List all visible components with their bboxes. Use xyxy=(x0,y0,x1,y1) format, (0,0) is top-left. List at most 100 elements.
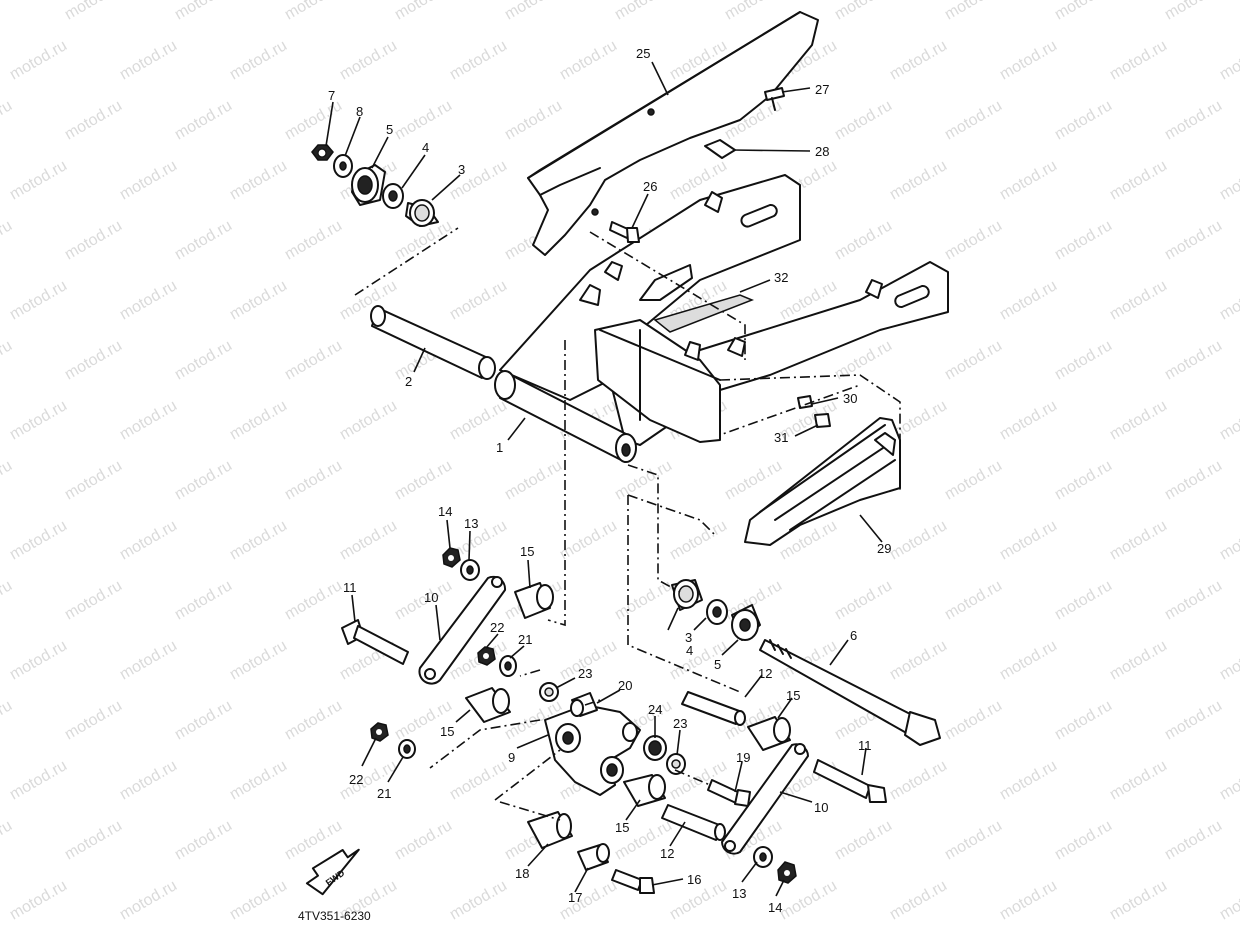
callout-16: 16 xyxy=(687,872,701,887)
assembly-guide-lines xyxy=(354,227,901,821)
watermark-text: motod.ru xyxy=(392,817,455,863)
watermark-text: motod.ru xyxy=(117,277,180,323)
watermark-text: motod.ru xyxy=(117,37,180,83)
callout-7: 7 xyxy=(328,88,335,103)
callout-28: 28 xyxy=(815,144,829,159)
watermark-text: motod.ru xyxy=(942,337,1005,383)
watermark-text: motod.ru xyxy=(62,577,125,623)
watermark-text: motod.ru xyxy=(612,0,675,23)
callout-14-lower: 14 xyxy=(768,900,782,915)
long-bolt xyxy=(759,639,941,746)
watermark-text: motod.ru xyxy=(117,877,180,923)
watermark-text: motod.ru xyxy=(942,0,1005,23)
bolt-19 xyxy=(707,779,751,807)
callout-5: 5 xyxy=(386,122,393,137)
callout-8: 8 xyxy=(356,104,363,119)
watermark-text: motod.ru xyxy=(172,697,235,743)
callout-3: 3 xyxy=(458,162,465,177)
watermark-text: motod.ru xyxy=(227,877,290,923)
watermark-text: motod.ru xyxy=(942,577,1005,623)
watermark-text: motod.ru xyxy=(557,877,620,923)
callout-10-left: 10 xyxy=(424,590,438,605)
watermark-text: motod.ru xyxy=(832,97,895,143)
watermark-text: motod.ru xyxy=(62,817,125,863)
watermark-text: motod.ru xyxy=(62,217,125,263)
watermark-text: motod.ru xyxy=(227,637,290,683)
watermark-text: motod.ru xyxy=(1107,757,1170,803)
collar-12-upper xyxy=(681,691,746,726)
watermark-text: motod.ru xyxy=(227,277,290,323)
callout-26: 26 xyxy=(643,179,657,194)
callout-23-upper: 23 xyxy=(578,666,592,681)
connecting-rod-left xyxy=(418,575,507,685)
watermark-text: motod.ru xyxy=(1052,577,1115,623)
watermark-text: motod.ru xyxy=(1217,757,1240,803)
watermark-text: motod.ru xyxy=(392,457,455,503)
bolt-26 xyxy=(609,221,640,243)
callout-27: 27 xyxy=(815,82,829,97)
watermark-text: motod.ru xyxy=(392,97,455,143)
washer-21-upper xyxy=(499,655,517,677)
bolt-31 xyxy=(814,413,831,428)
callout-numbers: 7 8 5 4 3 2 1 25 27 28 26 32 30 31 29 14… xyxy=(328,46,891,915)
watermark-text: motod.ru xyxy=(282,457,345,503)
callout-1: 1 xyxy=(496,440,503,455)
diagram-code: 4TV351-6230 xyxy=(298,909,371,923)
watermark-text: motod.ru xyxy=(0,337,15,383)
watermark-text: motod.ru xyxy=(172,457,235,503)
chain-slider xyxy=(744,417,901,546)
watermark-text: motod.ru xyxy=(1052,337,1115,383)
callout-13-lower: 13 xyxy=(732,886,746,901)
watermark-text: motod.ru xyxy=(7,397,70,443)
pivot-shaft xyxy=(370,305,496,380)
watermark-text: motod.ru xyxy=(997,517,1060,563)
watermark-text: motod.ru xyxy=(997,397,1060,443)
watermark-text: motod.ru xyxy=(282,577,345,623)
callout-32: 32 xyxy=(774,270,788,285)
bolt-30 xyxy=(797,395,813,409)
callout-leaders xyxy=(325,61,883,897)
callout-17: 17 xyxy=(568,890,582,905)
watermark-text: motod.ru xyxy=(502,97,565,143)
watermark-text: motod.ru xyxy=(447,157,510,203)
watermark-text: motod.ru xyxy=(447,37,510,83)
watermark-text: motod.ru xyxy=(1107,277,1170,323)
watermark-text: motod.ru xyxy=(1162,217,1225,263)
watermark-text: motod.ru xyxy=(62,337,125,383)
swingarm xyxy=(494,174,949,463)
nut-22-lower xyxy=(370,722,389,742)
watermark-text: motod.ru xyxy=(777,877,840,923)
watermark-text: motod.ru xyxy=(227,37,290,83)
bolt-11-left xyxy=(341,619,409,665)
watermark-text: motod.ru xyxy=(117,757,180,803)
watermark-text: motod.ru xyxy=(0,217,15,263)
watermark-text: motod.ru xyxy=(722,0,785,23)
bolt-16 xyxy=(611,869,655,894)
watermark-text: motod.ru xyxy=(0,577,15,623)
washer-13-lower xyxy=(753,846,773,868)
callout-19: 19 xyxy=(736,750,750,765)
watermark-text: motod.ru xyxy=(0,97,15,143)
watermark-text: motod.ru xyxy=(612,457,675,503)
relay-bearing-stack xyxy=(671,579,761,641)
callout-15-b: 15 xyxy=(440,724,454,739)
watermark-text: motod.ru xyxy=(997,37,1060,83)
watermark-text: motod.ru xyxy=(997,757,1060,803)
callout-4-right: 4 xyxy=(686,643,693,658)
callout-22-upper: 22 xyxy=(490,620,504,635)
watermark-text: motod.ru xyxy=(0,0,15,23)
watermark-text: motod.ru xyxy=(502,457,565,503)
watermark-text: motod.ru xyxy=(1052,217,1115,263)
watermark-text: motod.ru xyxy=(1217,37,1240,83)
watermark-text: motod.ru xyxy=(667,517,730,563)
watermark-text: motod.ru xyxy=(1107,37,1170,83)
watermark-text: motod.ru xyxy=(337,37,400,83)
watermark-text: motod.ru xyxy=(1217,397,1240,443)
watermark-text: motod.ru xyxy=(1217,277,1240,323)
callout-31: 31 xyxy=(774,430,788,445)
watermark-text: motod.ru xyxy=(942,697,1005,743)
watermark-text: motod.ru xyxy=(1217,877,1240,923)
callout-18: 18 xyxy=(515,866,529,881)
watermark-text: motod.ru xyxy=(832,0,895,23)
